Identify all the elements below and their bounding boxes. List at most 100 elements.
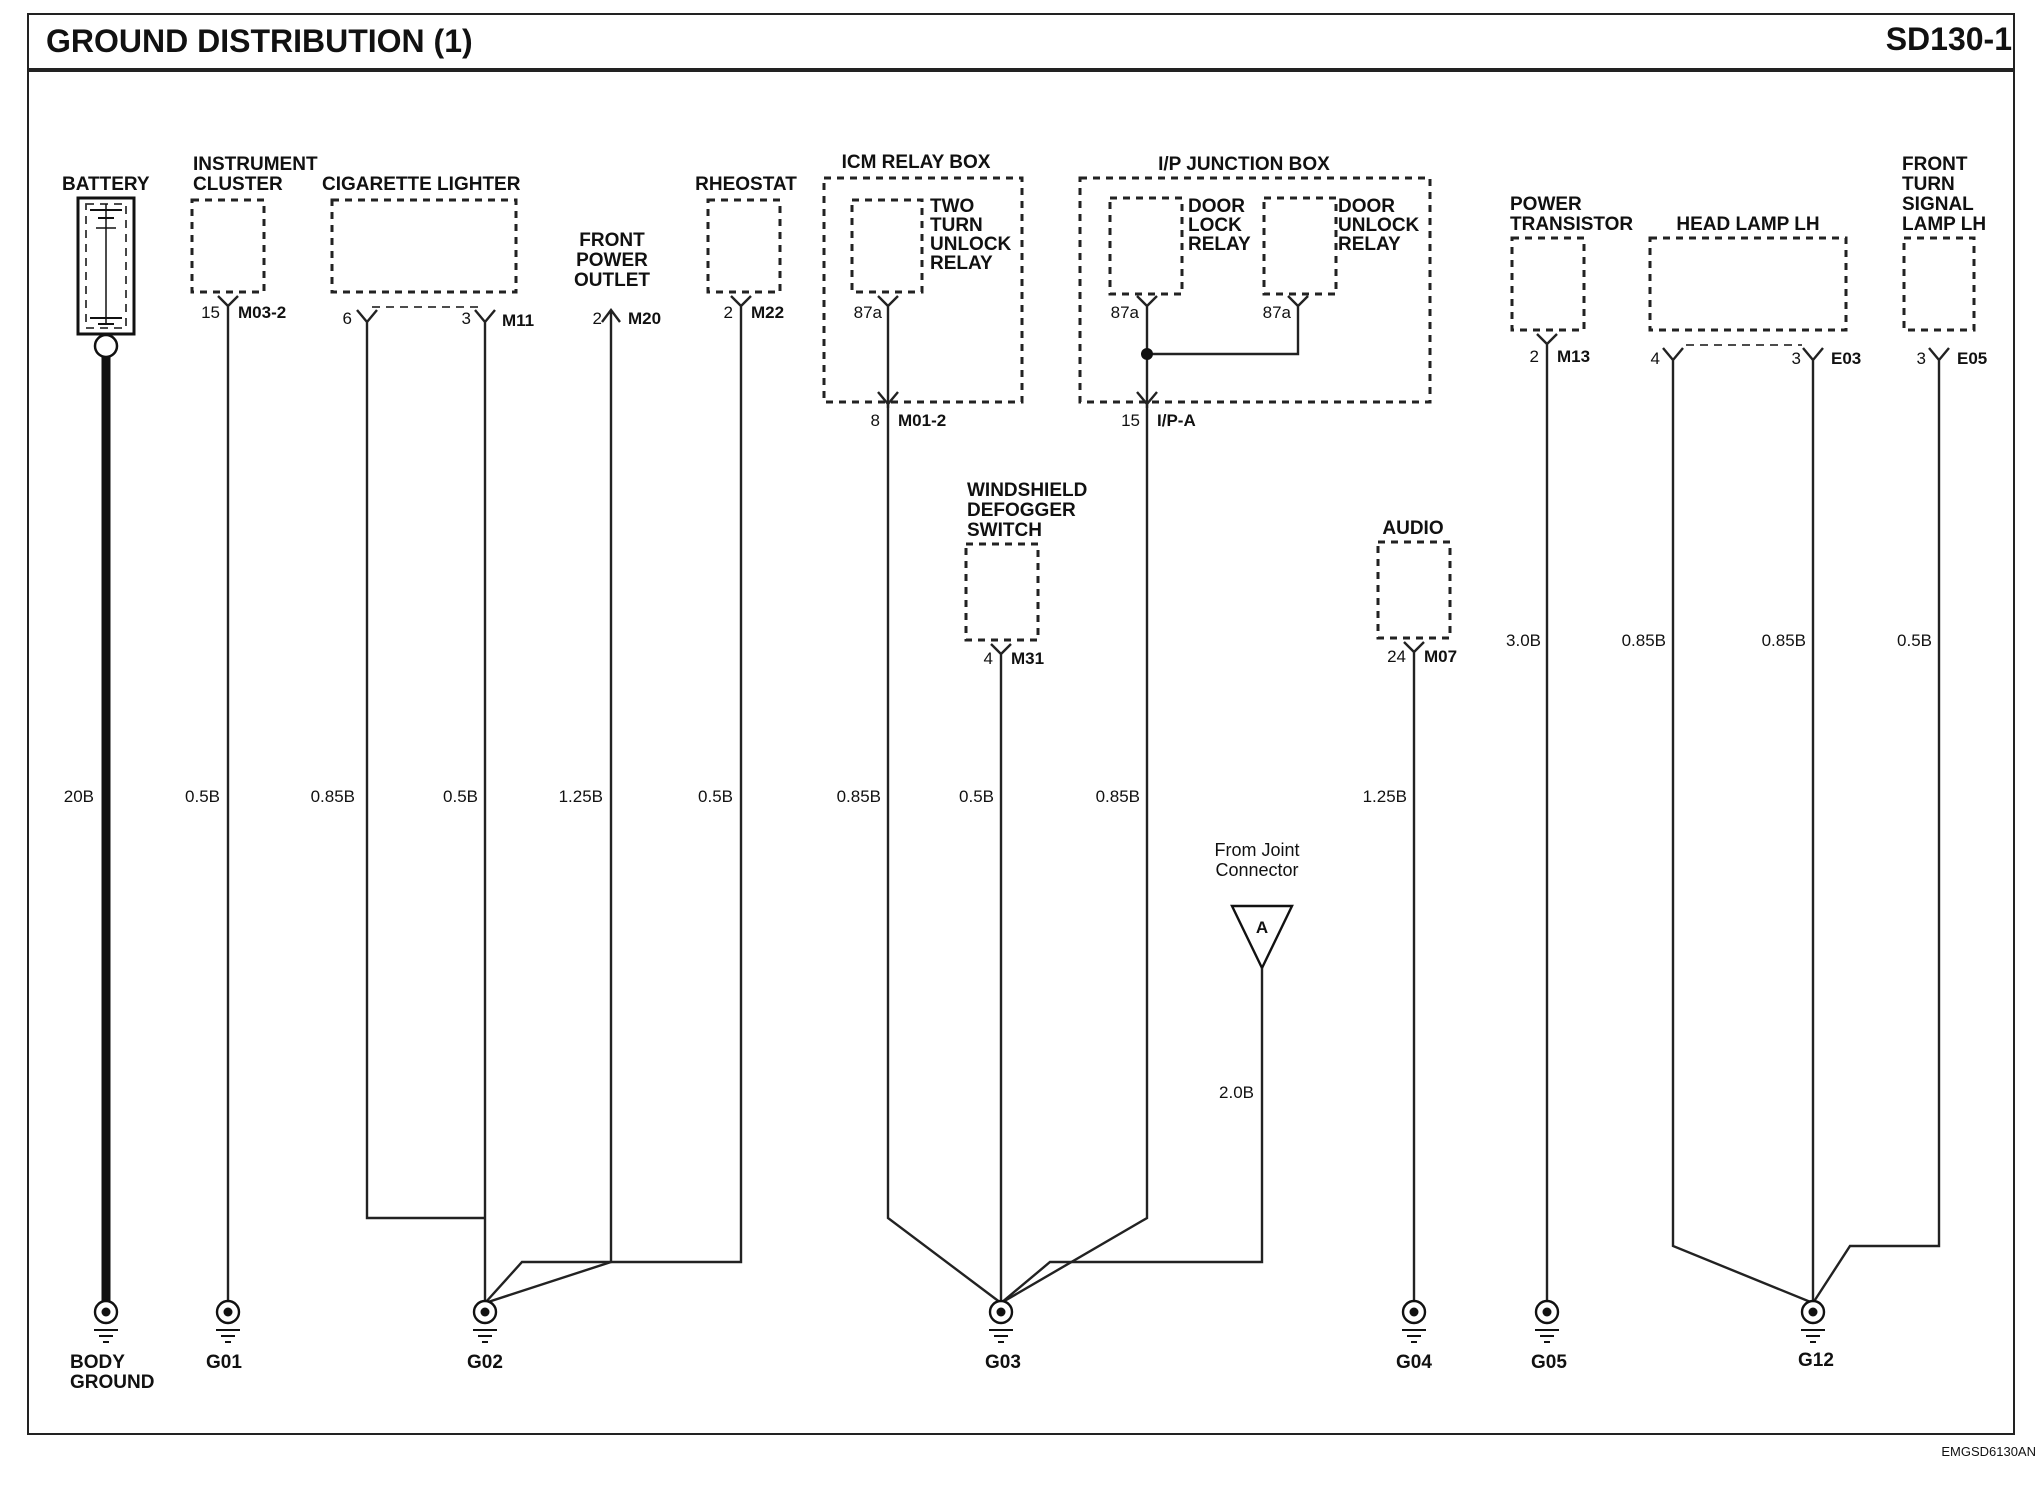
svg-text:0.85B: 0.85B (1096, 787, 1140, 806)
ip-junction-box-wire (1000, 391, 1158, 1305)
svg-text:A: A (1256, 918, 1268, 937)
svg-text:4: 4 (1651, 349, 1660, 368)
svg-text:0.5B: 0.5B (959, 787, 994, 806)
svg-text:3: 3 (462, 309, 471, 328)
svg-text:ICM RELAY BOX: ICM RELAY BOX (842, 152, 991, 173)
joint-connector-wire (1000, 968, 1264, 1304)
instrument-cluster: INSTRUMENT CLUSTER (190, 154, 318, 294)
svg-text:2: 2 (1530, 347, 1539, 366)
joint-connector-triangle (1230, 904, 1294, 971)
head-lamp-wire-left (1662, 347, 1814, 1305)
svg-text:2.0B: 2.0B (1219, 1083, 1254, 1102)
svg-text:TRANSISTOR: TRANSISTOR (1510, 214, 1633, 235)
svg-text:RELAY: RELAY (1338, 234, 1401, 255)
svg-text:0.5B: 0.5B (443, 787, 478, 806)
svg-text:DOOR: DOOR (1188, 196, 1245, 217)
svg-text:Connector: Connector (1215, 860, 1298, 880)
svg-text:0.5B: 0.5B (1897, 631, 1932, 650)
instrument-cluster-wire (217, 295, 239, 1303)
audio-box (1376, 540, 1452, 640)
svg-text:HEAD LAMP LH: HEAD LAMP LH (1676, 214, 1819, 235)
connector-m20: M20 (628, 309, 661, 328)
svg-text:AUDIO: AUDIO (1382, 518, 1443, 539)
instrument-cluster-box (190, 198, 266, 294)
rheostat: RHEOSTAT (695, 174, 797, 294)
ground-label-g03: G03 (985, 1352, 1021, 1373)
front-power-outlet-wire (484, 308, 621, 1305)
svg-text:0.5B: 0.5B (185, 787, 220, 806)
front-turn-signal-wire (1811, 347, 1950, 1304)
head-lamp-lh: HEAD LAMP LH (1648, 214, 1848, 346)
power-transistor: POWER TRANSISTOR (1510, 194, 1633, 332)
ground-label-g04: G04 (1396, 1352, 1432, 1373)
ip-junction-box-outline (1078, 176, 1432, 404)
connector-e03: E03 (1831, 349, 1861, 368)
cig-lighter-wire-left (356, 309, 485, 1220)
svg-text:15: 15 (201, 303, 220, 322)
svg-text:4: 4 (984, 649, 993, 668)
svg-text:SIGNAL: SIGNAL (1902, 194, 1974, 215)
svg-text:87a: 87a (1263, 303, 1292, 322)
svg-text:3: 3 (1917, 349, 1926, 368)
cigarette-lighter-box (330, 198, 518, 294)
svg-text:2: 2 (593, 309, 602, 328)
head-lamp-lh-box (1648, 236, 1848, 332)
svg-text:CLUSTER: CLUSTER (193, 174, 283, 195)
connector-m22: M22 (751, 303, 784, 322)
rheostat-box (706, 198, 782, 294)
svg-text:RHEOSTAT: RHEOSTAT (695, 174, 797, 195)
svg-text:0.5B: 0.5B (698, 787, 733, 806)
ip-junction-box: I/P JUNCTION BOX DOOR LOCK RELAY DOOR UN… (1078, 154, 1432, 404)
power-transistor-box (1510, 236, 1586, 332)
icm-relay-box-outline (822, 176, 1024, 404)
svg-text:6: 6 (343, 309, 352, 328)
connector-m11: M11 (502, 311, 534, 330)
ground-g03 (988, 1299, 1014, 1343)
ground-label-g12: G12 (1798, 1350, 1834, 1371)
page-code: SD130-1 (1886, 21, 2012, 57)
svg-text:0.85B: 0.85B (1762, 631, 1806, 650)
two-turn-unlock-relay (850, 198, 924, 294)
battery: BATTERY (62, 174, 150, 359)
svg-text:DOOR: DOOR (1338, 196, 1395, 217)
door-relay-link-wire (1147, 295, 1309, 356)
svg-text:0.85B: 0.85B (311, 787, 355, 806)
svg-text:CIGARETTE LIGHTER: CIGARETTE LIGHTER (322, 174, 521, 195)
svg-text:FRONT: FRONT (579, 230, 645, 251)
ground-g05 (1534, 1299, 1560, 1343)
connector-ip-a: I/P-A (1157, 411, 1196, 430)
diagram-title: GROUND DISTRIBUTION (1) (46, 23, 473, 59)
icm-relay-box-wire (877, 391, 1002, 1304)
connector-m07: M07 (1424, 647, 1457, 666)
svg-text:0.85B: 0.85B (837, 787, 881, 806)
svg-text:RELAY: RELAY (1188, 234, 1251, 255)
drawing-ref-code: EMGSD6130AN (1941, 1444, 2036, 1459)
ground-label-body: BODY (70, 1352, 125, 1373)
ground-g01 (215, 1299, 241, 1343)
svg-text:I/P JUNCTION BOX: I/P JUNCTION BOX (1158, 154, 1330, 175)
door-lock-relay (1108, 196, 1184, 296)
svg-text:1.25B: 1.25B (1363, 787, 1407, 806)
audio: AUDIO (1376, 518, 1452, 640)
svg-text:0.85B: 0.85B (1622, 631, 1666, 650)
svg-text:POWER: POWER (1510, 194, 1582, 215)
head-lamp-wire-right (1802, 347, 1824, 1303)
front-turn-signal-box (1902, 236, 1976, 332)
connector-m13: M13 (1557, 347, 1590, 366)
windshield-defogger-switch: WINDSHIELD DEFOGGER SWITCH (964, 480, 1087, 642)
power-transistor-wire (1536, 333, 1558, 1303)
connector-m31: M31 (1011, 649, 1044, 668)
svg-text:8: 8 (871, 411, 880, 430)
svg-text:LOCK: LOCK (1188, 215, 1242, 236)
ground-g04 (1401, 1299, 1427, 1343)
svg-text:OUTLET: OUTLET (574, 270, 650, 291)
connector-e05: E05 (1957, 349, 1987, 368)
rheostat-wire (484, 295, 752, 1304)
svg-text:3.0B: 3.0B (1506, 631, 1541, 650)
svg-text:2: 2 (724, 303, 733, 322)
svg-text:TURN: TURN (1902, 174, 1955, 195)
front-turn-signal-lamp-lh: FRONT TURN SIGNAL LAMP LH (1902, 154, 1986, 332)
windshield-defogger-wire (990, 643, 1012, 1303)
joint-connector: From Joint Connector A (1214, 840, 1300, 971)
